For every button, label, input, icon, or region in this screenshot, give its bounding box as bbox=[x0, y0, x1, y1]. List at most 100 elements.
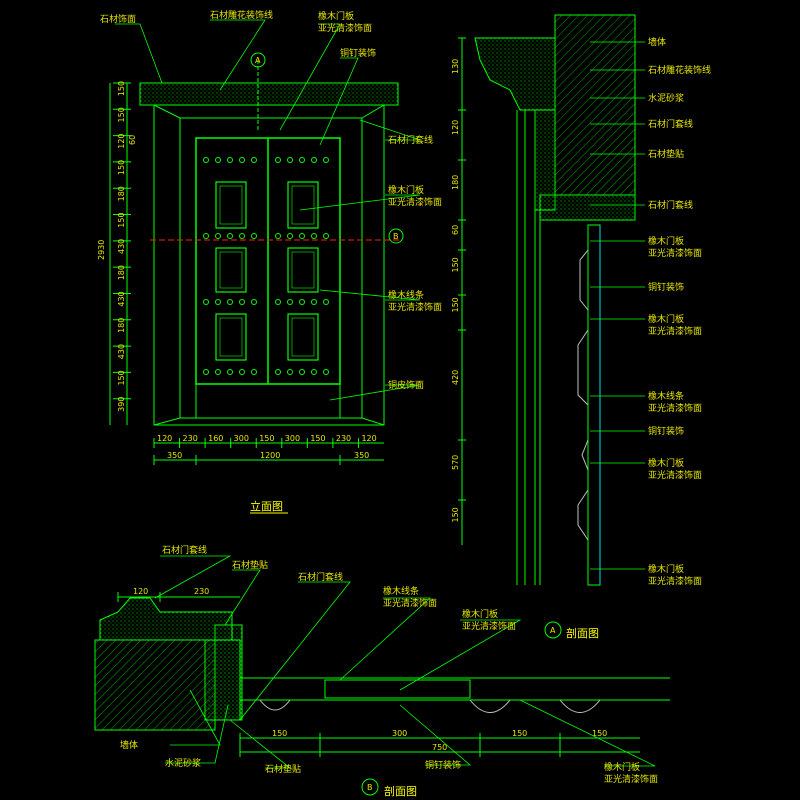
dim-value: 230 bbox=[194, 587, 209, 596]
secb-label-wood-panel2-a: 橡木门板 bbox=[604, 761, 640, 773]
section-a-label: 橡木门板 bbox=[648, 313, 684, 325]
label-wood-strip-a: 橡木线条 bbox=[388, 289, 424, 301]
section-a-label: 亚光清漆饰面 bbox=[648, 402, 702, 414]
section-a-marker-text: A bbox=[550, 626, 556, 635]
dim-value: 150 bbox=[117, 212, 126, 227]
dim-value: 570 bbox=[451, 455, 460, 470]
dim-value: 300 bbox=[392, 729, 407, 738]
section-marker-b bbox=[388, 228, 404, 244]
copper-stud bbox=[251, 157, 257, 163]
dim-value: 350 bbox=[167, 451, 182, 460]
dim-value: 150 bbox=[451, 507, 460, 522]
section-a-title: 剖面图 bbox=[566, 626, 599, 640]
marker-a-text: A bbox=[255, 56, 261, 65]
section-b-marker bbox=[361, 778, 379, 796]
copper-stud bbox=[287, 369, 293, 375]
section-a-cornice bbox=[474, 37, 556, 111]
copper-stud bbox=[275, 233, 281, 239]
section-a-label: 橡木门板 bbox=[648, 563, 684, 575]
dim-value: 300 bbox=[285, 434, 300, 443]
dim-value: 180 bbox=[117, 318, 126, 333]
dim-value: 120 bbox=[157, 434, 172, 443]
copper-stud bbox=[203, 233, 209, 239]
secb-label-stone-pad2: 石材垫贴 bbox=[265, 763, 301, 775]
door-panel-inner bbox=[291, 251, 315, 289]
dim-value: 180 bbox=[451, 175, 460, 190]
section-b-title: 剖面图 bbox=[384, 784, 417, 798]
dim-value: 430 bbox=[117, 291, 126, 306]
elevation-view: A B 150150120150180150430180430180430150… bbox=[97, 9, 442, 514]
secb-label-wall: 墙体 bbox=[120, 739, 138, 751]
secb-label-stone-pad: 石材垫贴 bbox=[232, 559, 268, 571]
section-b-pad bbox=[214, 624, 243, 721]
dim-value: 230 bbox=[183, 434, 198, 443]
stone-frame-inner bbox=[179, 117, 363, 419]
copper-stud bbox=[299, 233, 305, 239]
dim-value: 120 bbox=[451, 120, 460, 135]
copper-stud bbox=[227, 157, 233, 163]
section-a-label: 石材门套线 bbox=[648, 199, 693, 211]
section-a-label: 亚光清漆饰面 bbox=[648, 325, 702, 337]
secb-label-wood-panel-a: 橡木门板 bbox=[462, 608, 498, 620]
copper-stud bbox=[275, 299, 281, 305]
dim-value: 420 bbox=[451, 370, 460, 385]
copper-stud bbox=[239, 233, 245, 239]
dim-value: 230 bbox=[336, 434, 351, 443]
label-copper-nail: 铜钉装饰 bbox=[340, 47, 376, 59]
dim-value: 150 bbox=[592, 729, 607, 738]
door-panel bbox=[287, 181, 319, 229]
secb-label-stone-frame: 石材门套线 bbox=[162, 544, 207, 556]
dim-value: 150 bbox=[272, 729, 287, 738]
copper-stud bbox=[311, 233, 317, 239]
copper-stud bbox=[227, 233, 233, 239]
copper-stud bbox=[287, 233, 293, 239]
copper-stud bbox=[239, 369, 245, 375]
section-a-label: 铜钉装饰 bbox=[648, 281, 684, 293]
label-copper-skin: 铜皮饰面 bbox=[388, 379, 424, 391]
dim-value: 430 bbox=[117, 239, 126, 254]
dim-value: 150 bbox=[451, 257, 460, 272]
dim-value: 350 bbox=[354, 451, 369, 460]
door-panel-inner bbox=[291, 185, 315, 225]
copper-stud bbox=[239, 299, 245, 305]
door-panel bbox=[215, 181, 247, 229]
copper-stud bbox=[311, 157, 317, 163]
label-stone-frame: 石材门套线 bbox=[388, 134, 433, 146]
copper-stud bbox=[287, 157, 293, 163]
section-a-marker bbox=[544, 621, 562, 639]
copper-stud bbox=[251, 299, 257, 305]
dim-value: 150 bbox=[310, 434, 325, 443]
copper-stud bbox=[215, 299, 221, 305]
copper-stud bbox=[287, 299, 293, 305]
secb-label-stone-frame2: 石材门套线 bbox=[298, 571, 343, 583]
marker-b-text: B bbox=[393, 232, 399, 241]
section-a-label: 水泥砂浆 bbox=[648, 92, 684, 104]
section-a-label: 亚光清漆饰面 bbox=[648, 469, 702, 481]
dim-value: 130 bbox=[451, 59, 460, 74]
door-threshold bbox=[195, 383, 341, 419]
dim-value: 150 bbox=[451, 297, 460, 312]
copper-stud bbox=[203, 157, 209, 163]
dim-value: 160 bbox=[208, 434, 223, 443]
section-a-label: 橡木门板 bbox=[648, 457, 684, 469]
copper-stud bbox=[323, 299, 329, 305]
section-b-overall: 750 bbox=[432, 743, 447, 752]
label-wood-strip-b: 亚光清漆饰面 bbox=[388, 301, 442, 313]
copper-stud bbox=[311, 369, 317, 375]
secb-label-mortar: 水泥砂浆 bbox=[165, 757, 201, 769]
copper-stud bbox=[215, 157, 221, 163]
section-a-door-leaf bbox=[587, 224, 601, 586]
secb-label-wood-strip-b: 亚光清漆饰面 bbox=[383, 597, 437, 609]
section-a-label: 铜钉装饰 bbox=[648, 425, 684, 437]
dim-value: 1200 bbox=[260, 451, 280, 460]
dim-value: 180 bbox=[117, 265, 126, 280]
door-panel bbox=[287, 313, 319, 361]
dim-value-small: 60 bbox=[128, 135, 137, 145]
secb-label-wood-strip-a: 橡木线条 bbox=[383, 585, 419, 597]
copper-stud bbox=[239, 157, 245, 163]
